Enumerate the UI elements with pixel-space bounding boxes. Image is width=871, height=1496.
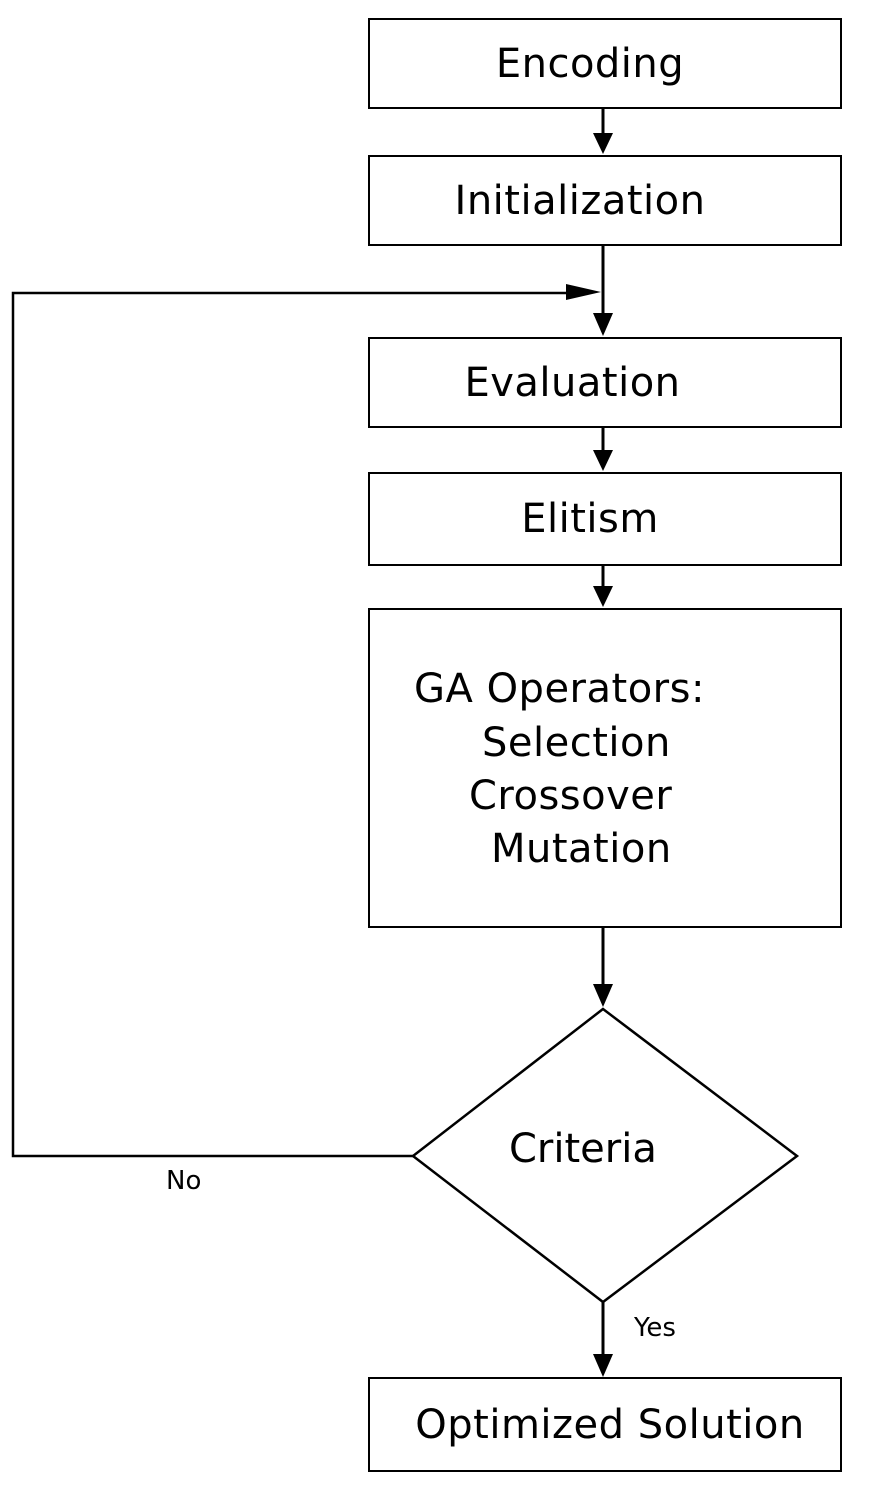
- arrow-elitism-to-operators: [593, 566, 613, 607]
- arrow-encoding-to-initialization: [593, 109, 613, 154]
- arrow-criteria-to-solution: [593, 1302, 613, 1377]
- criteria-label: Criteria: [509, 1126, 657, 1172]
- step-elitism-label: Elitism: [521, 496, 659, 542]
- branch-no-label: No: [166, 1166, 202, 1196]
- ga-operator-mutation: Mutation: [491, 826, 672, 872]
- step-encoding-label: Encoding: [495, 40, 685, 87]
- branch-yes-label: Yes: [634, 1313, 676, 1343]
- arrow-initialization-to-evaluation: [593, 246, 613, 336]
- step-evaluation: Evaluation: [368, 337, 842, 428]
- step-elitism: Elitism: [368, 472, 842, 566]
- step-evaluation-label: Evaluation: [464, 359, 681, 406]
- arrow-evaluation-to-elitism: [593, 428, 613, 471]
- ga-operators-title: GA Operators:: [414, 666, 705, 712]
- step-initialization: Initialization: [368, 155, 842, 246]
- arrow-operators-to-criteria: [593, 928, 613, 1007]
- step-optimized-solution-label: Optimized Solution: [415, 1401, 805, 1448]
- step-encoding: Encoding: [368, 18, 842, 109]
- ga-operator-selection: Selection: [482, 720, 671, 766]
- step-optimized-solution: Optimized Solution: [368, 1377, 842, 1472]
- loop-back-no: [11, 284, 601, 1158]
- ga-operator-crossover: Crossover: [469, 773, 673, 819]
- step-initialization-label: Initialization: [454, 177, 706, 224]
- step-ga-operators: GA Operators: Selection Crossover Mutati…: [368, 608, 842, 928]
